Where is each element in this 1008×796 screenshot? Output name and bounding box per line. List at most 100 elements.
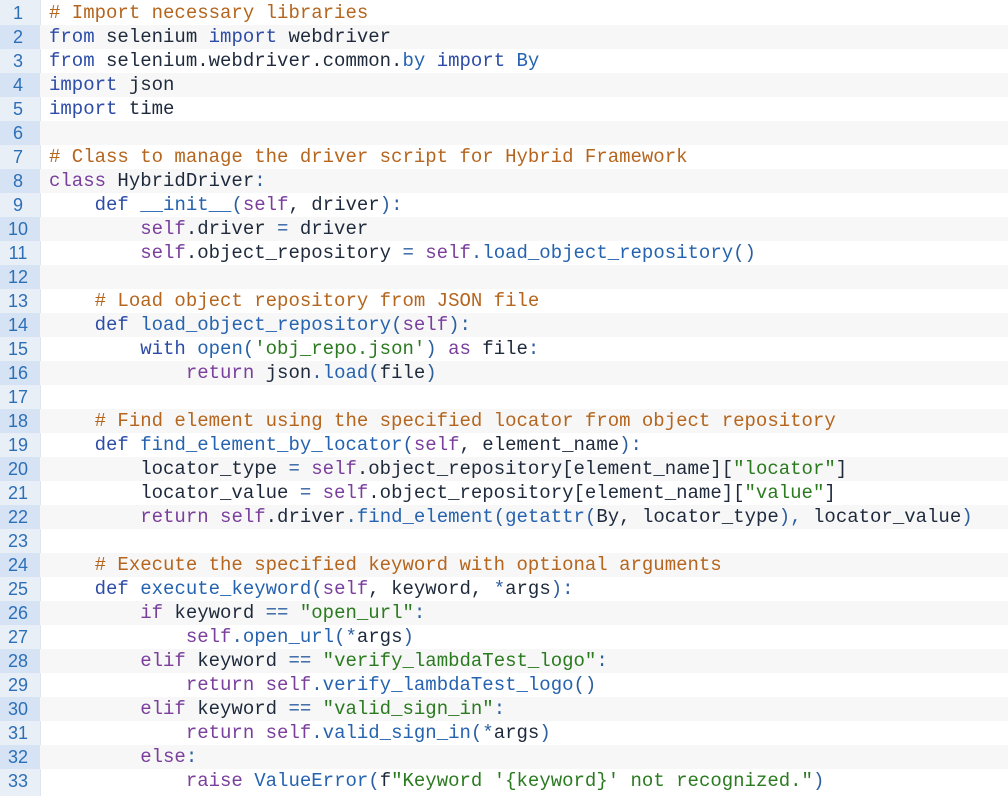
code-line[interactable]: 29 return self.verify_lambdaTest_logo() <box>0 673 1008 697</box>
code-line[interactable]: 30 elif keyword == "valid_sign_in": <box>0 697 1008 721</box>
code-token: By <box>516 50 540 72</box>
line-number: 7 <box>12 147 23 167</box>
line-number: 24 <box>0 553 40 577</box>
code-token <box>414 242 425 264</box>
code-token <box>49 578 95 600</box>
code-token: ( <box>493 506 506 528</box>
code-token: ( <box>368 770 380 792</box>
code-token: ( <box>242 338 255 360</box>
code-line[interactable]: 21 locator_value = self.object_repositor… <box>0 481 1008 505</box>
code-line[interactable]: 22 return self.driver.find_element(getat… <box>0 505 1008 529</box>
code-token: find_element_by_locator <box>140 434 403 456</box>
code-token: "locator" <box>733 458 836 480</box>
line-number: 17 <box>7 387 29 407</box>
code-token: verify_lambdaTest_logo <box>322 674 574 696</box>
code-token: class <box>49 170 107 192</box>
code-token: self <box>242 194 289 216</box>
code-line[interactable]: 19 def find_element_by_locator(self, ele… <box>0 433 1008 457</box>
code-line[interactable]: 6 <box>0 121 1008 145</box>
code-line[interactable]: 16 return json.load(file) <box>0 361 1008 385</box>
code-token: = <box>299 482 312 504</box>
code-line[interactable]: 7# Class to manage the driver script for… <box>0 145 1008 169</box>
code-token: , keyword, <box>368 578 494 600</box>
code-token: ): <box>379 194 403 216</box>
code-token: .driver <box>265 506 346 528</box>
code-token: ): <box>448 314 471 336</box>
code-line[interactable]: 17 <box>0 385 1008 409</box>
code-token: import <box>436 50 506 72</box>
code-token <box>49 602 140 624</box>
code-token: () <box>733 242 756 264</box>
code-token: json <box>254 362 312 384</box>
code-token <box>49 338 140 360</box>
code-line[interactable]: 24 # Execute the specified keyword with … <box>0 553 1008 577</box>
code-token: ) <box>539 722 551 744</box>
code-line[interactable]: 11 self.object_repository = self.load_ob… <box>0 241 1008 265</box>
code-line[interactable]: 9 def __init__(self, driver): <box>0 193 1008 217</box>
code-token <box>49 722 186 744</box>
code-token: locator_type <box>49 458 289 480</box>
code-line[interactable]: 26 if keyword == "open_url": <box>0 601 1008 625</box>
code-token: ( <box>391 314 403 336</box>
code-token: file <box>379 362 426 384</box>
code-token: locator_value <box>801 506 962 528</box>
code-token: def <box>94 578 129 600</box>
line-number: 2 <box>0 25 40 49</box>
code-token: * <box>493 578 506 600</box>
code-line[interactable]: 23 <box>0 529 1008 553</box>
code-token <box>49 242 140 264</box>
line-number: 33 <box>7 771 29 791</box>
code-line[interactable]: 20 locator_type = self.object_repository… <box>0 457 1008 481</box>
code-line[interactable]: 15 with open('obj_repo.json') as file: <box>0 337 1008 361</box>
line-number: 8 <box>0 169 40 193</box>
code-token <box>186 338 197 360</box>
code-token <box>49 410 95 432</box>
code-token: args <box>356 626 403 648</box>
line-code: def execute_keyword(self, keyword, *args… <box>40 577 574 601</box>
code-token: : <box>185 746 198 768</box>
code-line[interactable]: 18 # Find element using the specified lo… <box>0 409 1008 433</box>
code-line[interactable]: 27 self.open_url(*args) <box>0 625 1008 649</box>
code-token <box>425 50 436 72</box>
line-code: return json.load(file) <box>40 361 437 385</box>
code-token: . <box>470 242 483 264</box>
code-token: ) <box>425 338 437 360</box>
code-line[interactable]: 12 <box>0 265 1008 289</box>
code-token: = <box>288 458 300 480</box>
code-token: self <box>265 722 312 744</box>
line-code: return self.valid_sign_in(*args) <box>40 721 551 745</box>
line-number: 19 <box>7 435 29 455</box>
code-token: driver <box>288 218 369 240</box>
code-token: self <box>140 242 186 264</box>
line-code: locator_type = self.object_repository[el… <box>40 457 847 481</box>
code-line[interactable]: 32 else: <box>0 745 1008 769</box>
code-line[interactable]: 1# Import necessary libraries <box>0 1 1008 25</box>
code-line[interactable]: 28 elif keyword == "verify_lambdaTest_lo… <box>0 649 1008 673</box>
code-token <box>129 434 140 456</box>
code-token: elif <box>140 650 186 672</box>
code-token: find_element <box>356 506 494 528</box>
code-token: self <box>322 578 369 600</box>
code-line[interactable]: 13 # Load object repository from JSON fi… <box>0 289 1008 313</box>
code-token: . <box>311 674 323 696</box>
code-token <box>49 362 186 384</box>
code-line[interactable]: 31 return self.valid_sign_in(*args) <box>0 721 1008 745</box>
code-line[interactable]: 25 def execute_keyword(self, keyword, *a… <box>0 577 1008 601</box>
line-code: elif keyword == "valid_sign_in": <box>40 697 505 721</box>
code-line[interactable]: 33 raise ValueError(f"Keyword '{keyword}… <box>0 769 1008 793</box>
code-line[interactable]: 10 self.driver = driver <box>0 217 1008 241</box>
code-token: self <box>140 218 186 240</box>
code-line[interactable]: 14 def load_object_repository(self): <box>0 313 1008 337</box>
line-number: 30 <box>0 697 40 721</box>
line-number: 3 <box>12 51 23 71</box>
code-token: import <box>49 74 118 96</box>
code-token: __init__ <box>140 194 232 216</box>
line-number: 14 <box>0 313 40 337</box>
code-token <box>49 674 186 696</box>
